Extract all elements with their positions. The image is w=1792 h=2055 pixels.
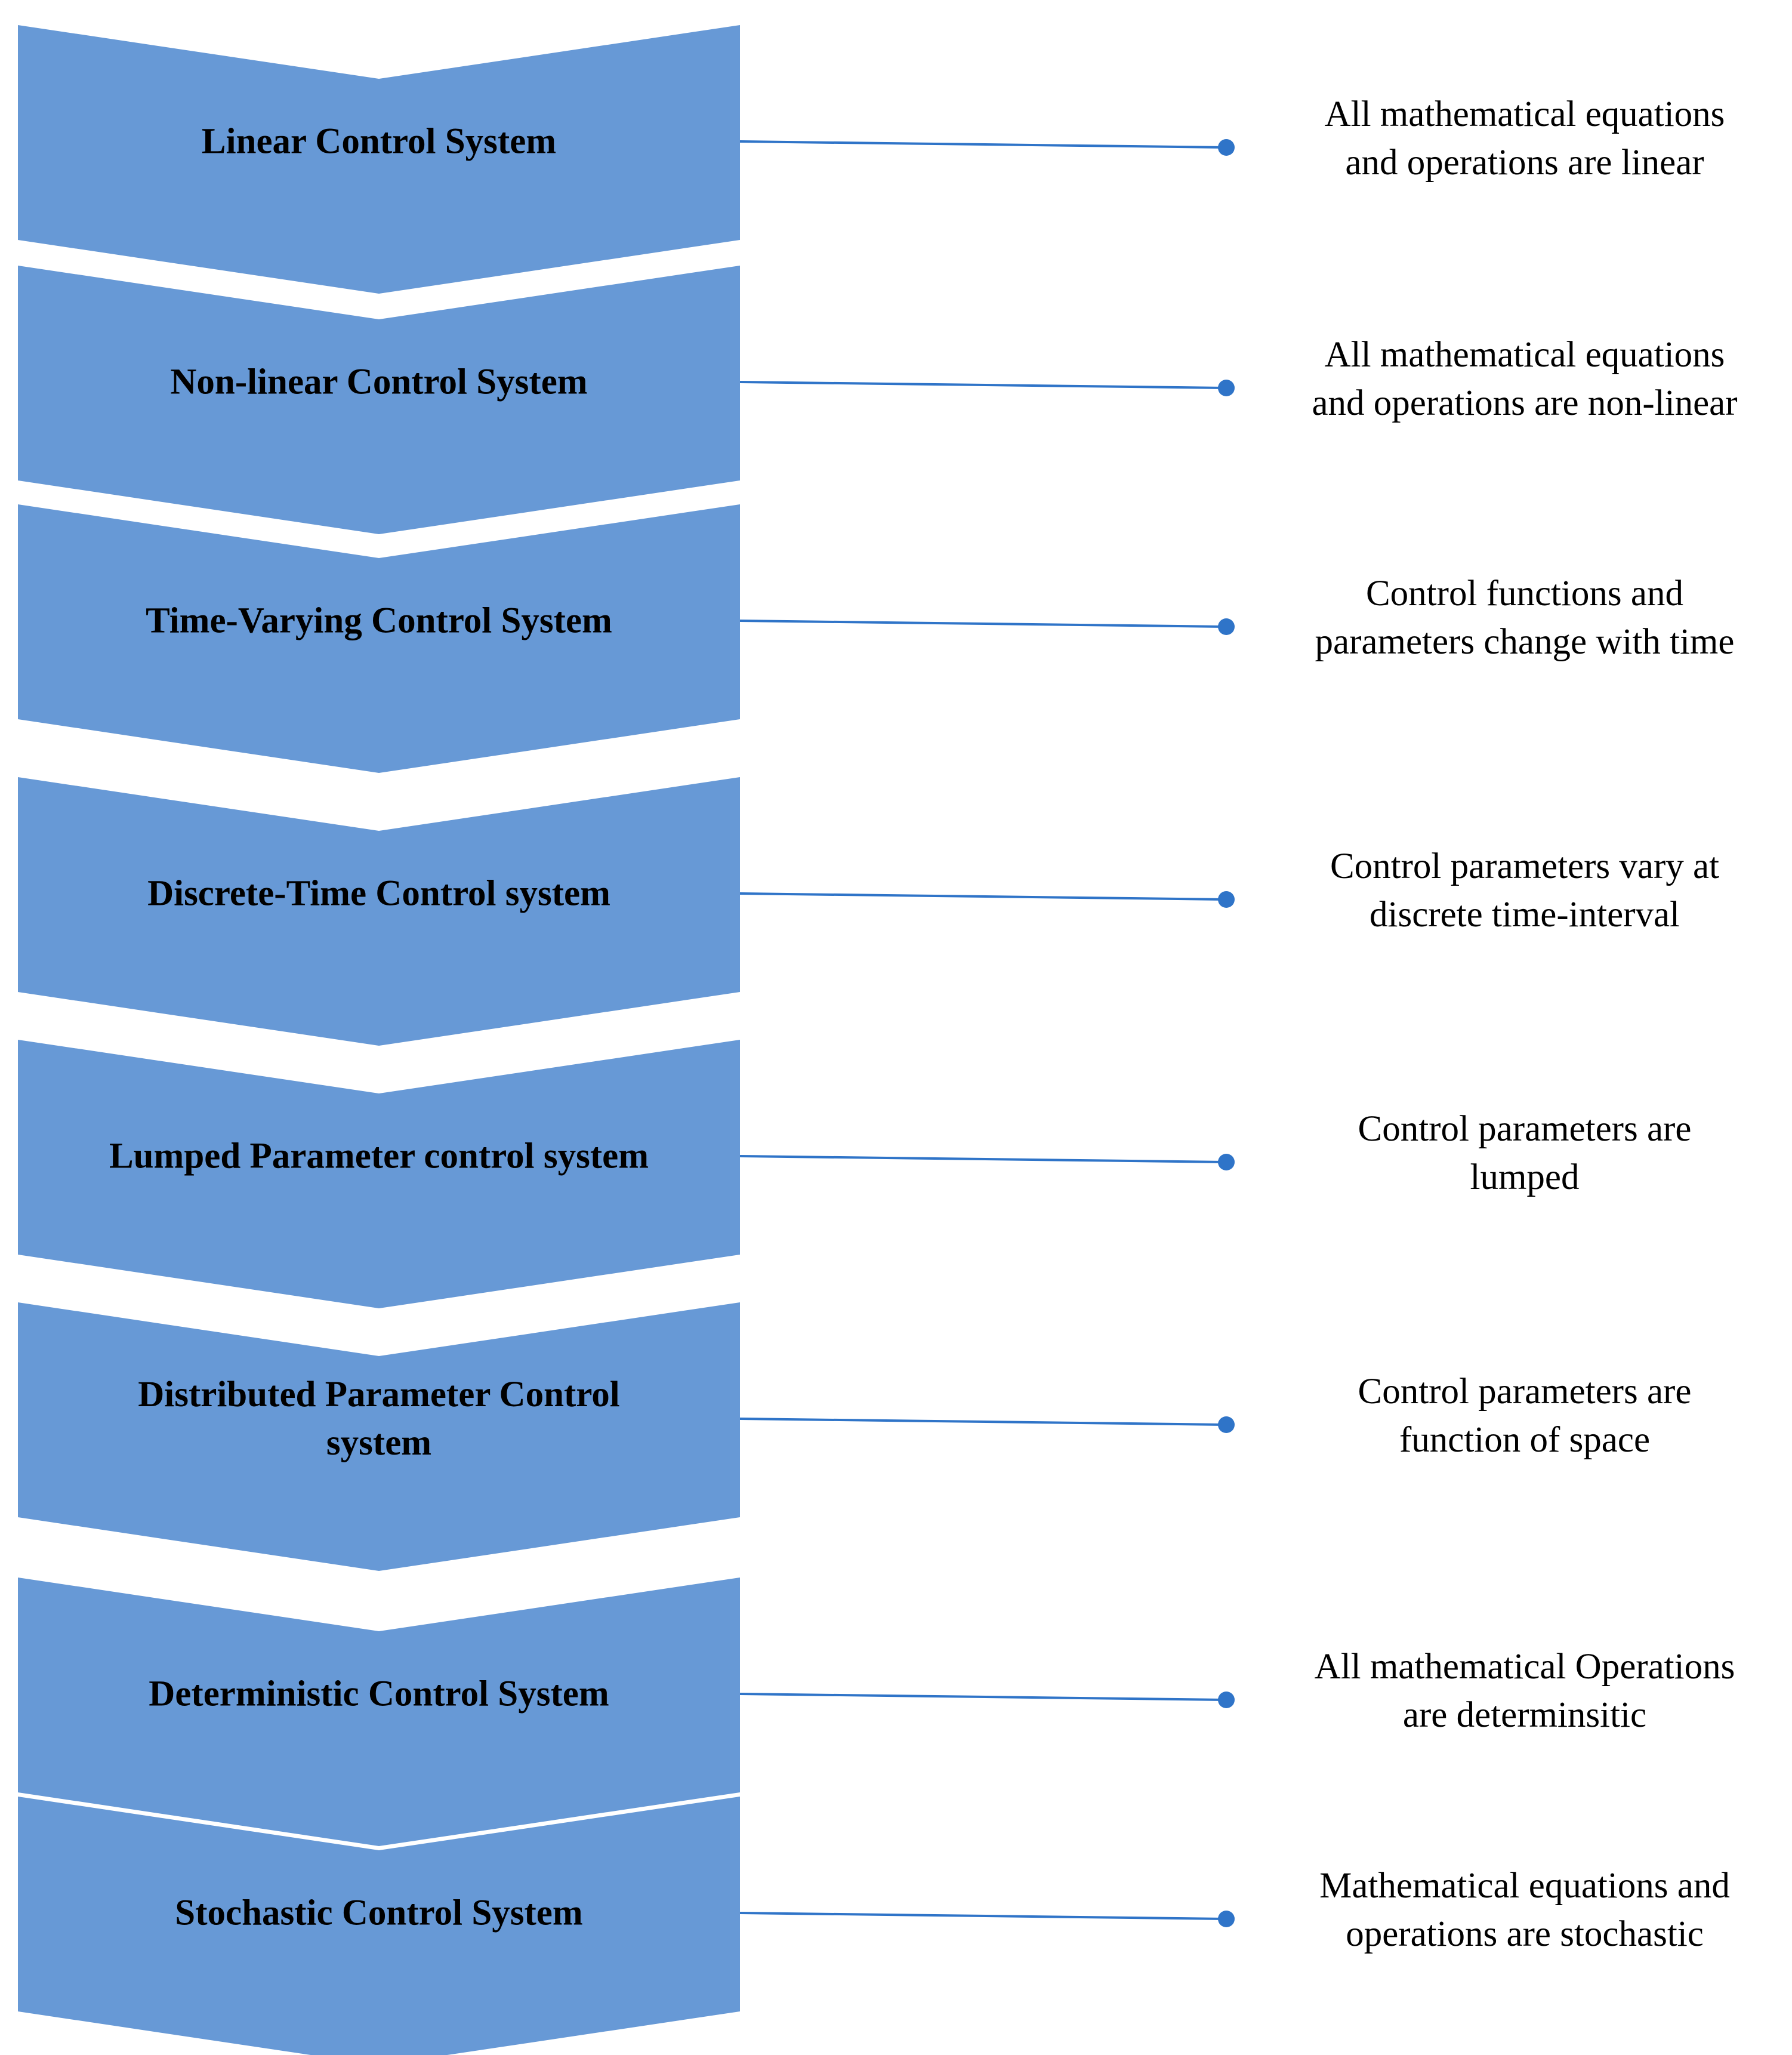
- description-5-line-1: Control parameters are: [1358, 1109, 1692, 1149]
- chevron-title-7-line-1: Deterministic Control System: [149, 1674, 609, 1714]
- connector-dot-7: [1218, 1692, 1235, 1708]
- description-2-line-1: All mathematical equations: [1325, 335, 1725, 375]
- chevron-step-6: [18, 1302, 740, 1571]
- connector-dot-5: [1218, 1154, 1235, 1170]
- description-5-line-2: lumped: [1470, 1157, 1580, 1197]
- description-3-line-2: parameters change with time: [1315, 622, 1735, 662]
- description-7-line-2: are determinsitic: [1403, 1695, 1646, 1735]
- chevron-step-7: [18, 1578, 740, 1846]
- chevron-title-5-line-1: Lumped Parameter control system: [109, 1136, 649, 1176]
- connector-dot-8: [1218, 1911, 1235, 1927]
- chevron-title-6-line-2: system: [326, 1423, 431, 1463]
- connector-dot-4: [1218, 891, 1235, 908]
- chevron-title-6-line-1: Distributed Parameter Control: [138, 1375, 620, 1415]
- description-4-line-1: Control parameters vary at: [1330, 846, 1719, 886]
- description-6-line-1: Control parameters are: [1358, 1372, 1692, 1412]
- chevron-title-8-line-1: Stochastic Control System: [175, 1893, 582, 1933]
- description-7-line-1: All mathematical Operations: [1315, 1647, 1735, 1687]
- connector-line-1: [739, 140, 1227, 149]
- connector-dot-6: [1218, 1416, 1235, 1433]
- description-labels: All mathematical equations and operations…: [1312, 94, 1737, 1954]
- connector-line-2: [739, 381, 1227, 389]
- connector-dot-2: [1218, 380, 1235, 396]
- connector-lines: [739, 139, 1235, 1927]
- chevron-step-4: [18, 777, 740, 1046]
- chevron-step-5: [18, 1040, 740, 1308]
- chevron-step-2: [18, 266, 740, 534]
- description-8-line-1: Mathematical equations and: [1319, 1866, 1730, 1906]
- description-1-line-1: All mathematical equations: [1325, 94, 1725, 134]
- connector-dot-3: [1218, 618, 1235, 635]
- chevron-title-3-line-1: Time-Varying Control System: [146, 601, 612, 641]
- description-8-line-2: operations are stochastic: [1346, 1914, 1704, 1954]
- chevron-column: [18, 25, 740, 2055]
- description-3-line-1: Control functions and: [1366, 574, 1683, 614]
- description-1-line-2: and operations are linear: [1345, 143, 1704, 183]
- chevron-title-1-line-1: Linear Control System: [202, 122, 556, 162]
- chevron-step-1: [18, 25, 740, 294]
- connector-line-8: [739, 1912, 1227, 1920]
- connector-line-5: [739, 1155, 1227, 1163]
- description-4-line-2: discrete time-interval: [1370, 895, 1680, 935]
- chevron-step-8: [18, 1797, 740, 2055]
- connector-line-6: [739, 1418, 1227, 1426]
- connector-dot-1: [1218, 139, 1235, 156]
- description-2-line-2: and operations are non-linear: [1312, 383, 1737, 423]
- chevron-title-2-line-1: Non-linear Control System: [170, 362, 587, 402]
- chevron-step-3: [18, 504, 740, 773]
- connector-line-3: [739, 620, 1227, 628]
- chevron-title-4-line-1: Discrete-Time Control system: [147, 874, 610, 914]
- description-6-line-2: function of space: [1399, 1420, 1650, 1460]
- connector-line-7: [739, 1693, 1227, 1701]
- connector-line-4: [739, 892, 1227, 901]
